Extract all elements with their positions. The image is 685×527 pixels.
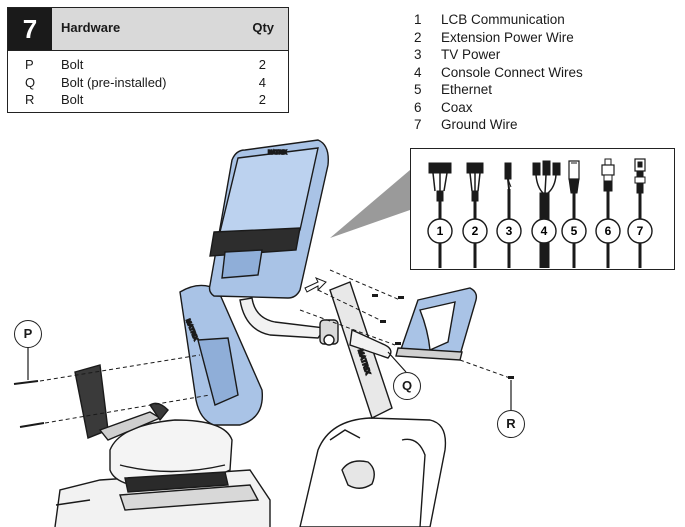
- seat: [109, 419, 233, 493]
- wire-label: Coax: [441, 99, 473, 115]
- connector-label-3: 3: [496, 218, 522, 244]
- connector-3: [504, 162, 512, 268]
- connector-1: [428, 162, 452, 268]
- hardware-qty: 4: [258, 75, 266, 90]
- wire-legend-item: 5 Ethernet: [412, 82, 682, 100]
- console-brand: MATRIX: [268, 150, 287, 156]
- svg-text:1: 1: [437, 224, 444, 238]
- wire-legend-item: 2 Extension Power Wire: [412, 30, 682, 48]
- console: MATRIX: [208, 139, 329, 299]
- console-back-cover: [395, 287, 478, 361]
- connector-label-1: 1: [427, 218, 453, 244]
- svg-text:3: 3: [506, 224, 513, 238]
- hardware-qty: 2: [258, 57, 266, 72]
- hardware-qty: 2: [258, 92, 266, 107]
- qty-header: Qty: [252, 20, 274, 35]
- connector-label-7: 7: [627, 218, 653, 244]
- hardware-table-header: 7 Hardware Qty: [8, 8, 288, 51]
- connector-drawings: 1 2 3 4 5 6 7: [427, 158, 653, 269]
- wire-legend-item: 7 Ground Wire: [412, 117, 682, 135]
- wire-number: 2: [414, 29, 422, 45]
- svg-text:5: 5: [571, 224, 578, 238]
- hardware-name: Bolt (pre-installed): [61, 75, 167, 90]
- step-number: 7: [8, 8, 52, 50]
- hardware-row: P Bolt 2: [8, 57, 288, 75]
- wire-number: 1: [414, 12, 422, 27]
- side-handle: [74, 364, 169, 441]
- callout-leaders: [27, 347, 512, 410]
- insert-arrow: [304, 277, 327, 293]
- connector-2: [466, 162, 484, 268]
- callout-q: Q: [393, 372, 421, 400]
- connector-6: [601, 158, 615, 268]
- svg-text:6: 6: [605, 224, 612, 238]
- wire-number: 5: [414, 82, 422, 97]
- bolt-p-guides: [39, 354, 211, 424]
- hardware-name: Bolt: [61, 57, 84, 72]
- hardware-letter: R: [25, 92, 35, 107]
- wire-number: 6: [414, 99, 422, 115]
- hardware-title: Hardware: [61, 20, 121, 35]
- callout-r: R: [497, 410, 525, 438]
- wire-legend: 1 LCB Communication 2 Extension Power Wire…: [412, 12, 682, 135]
- wire-number: 7: [414, 117, 422, 132]
- hardware-letter: Q: [25, 75, 36, 90]
- connector-7: [634, 158, 646, 268]
- connector-detail-box: 1 2 3 4 5 6 7: [410, 148, 675, 270]
- connector-label-2: 2: [462, 218, 488, 244]
- wire-label: TV Power: [441, 47, 501, 62]
- hardware-row: R Bolt 2: [8, 92, 288, 110]
- connector-label-5: 5: [561, 218, 587, 244]
- wire-number: 4: [414, 64, 422, 80]
- svg-text:7: 7: [637, 224, 644, 238]
- svg-text:2: 2: [472, 224, 479, 238]
- svg-text:4: 4: [541, 224, 548, 238]
- connector-label-4: 4: [531, 218, 557, 244]
- wire-legend-item: 6 Coax: [412, 100, 682, 118]
- wire-label: Extension Power Wire: [441, 29, 574, 45]
- console-screw-guides: [299, 269, 511, 379]
- wire-label: LCB Communication: [441, 12, 565, 27]
- wire-label: Ethernet: [441, 82, 493, 97]
- callout-p: P: [14, 320, 42, 348]
- hardware-name: Bolt: [61, 92, 84, 107]
- back-rest: MATRIX: [179, 284, 264, 426]
- wire-legend-item: 4 Console Connect Wires: [412, 65, 682, 83]
- upright-post: MATRIX: [239, 281, 393, 419]
- wire-label: Ground Wire: [441, 117, 518, 132]
- connector-5: [568, 160, 580, 268]
- zoom-wedge: [330, 170, 410, 238]
- connector-label-6: 6: [595, 218, 621, 244]
- hardware-letter: P: [25, 57, 34, 72]
- wire-number: 3: [414, 47, 422, 62]
- screws: [372, 294, 514, 379]
- hardware-row: Q Bolt (pre-installed) 4: [8, 75, 288, 93]
- wire-legend-item: 3 TV Power: [412, 47, 682, 65]
- connector-4: [532, 160, 561, 269]
- wire-legend-item: 1 LCB Communication: [412, 12, 682, 30]
- wire-label: Console Connect Wires: [441, 64, 583, 80]
- hardware-table: 7 Hardware Qty P Bolt 2 Q Bolt (pre-inst…: [7, 7, 289, 113]
- bolt-p: [13, 380, 45, 428]
